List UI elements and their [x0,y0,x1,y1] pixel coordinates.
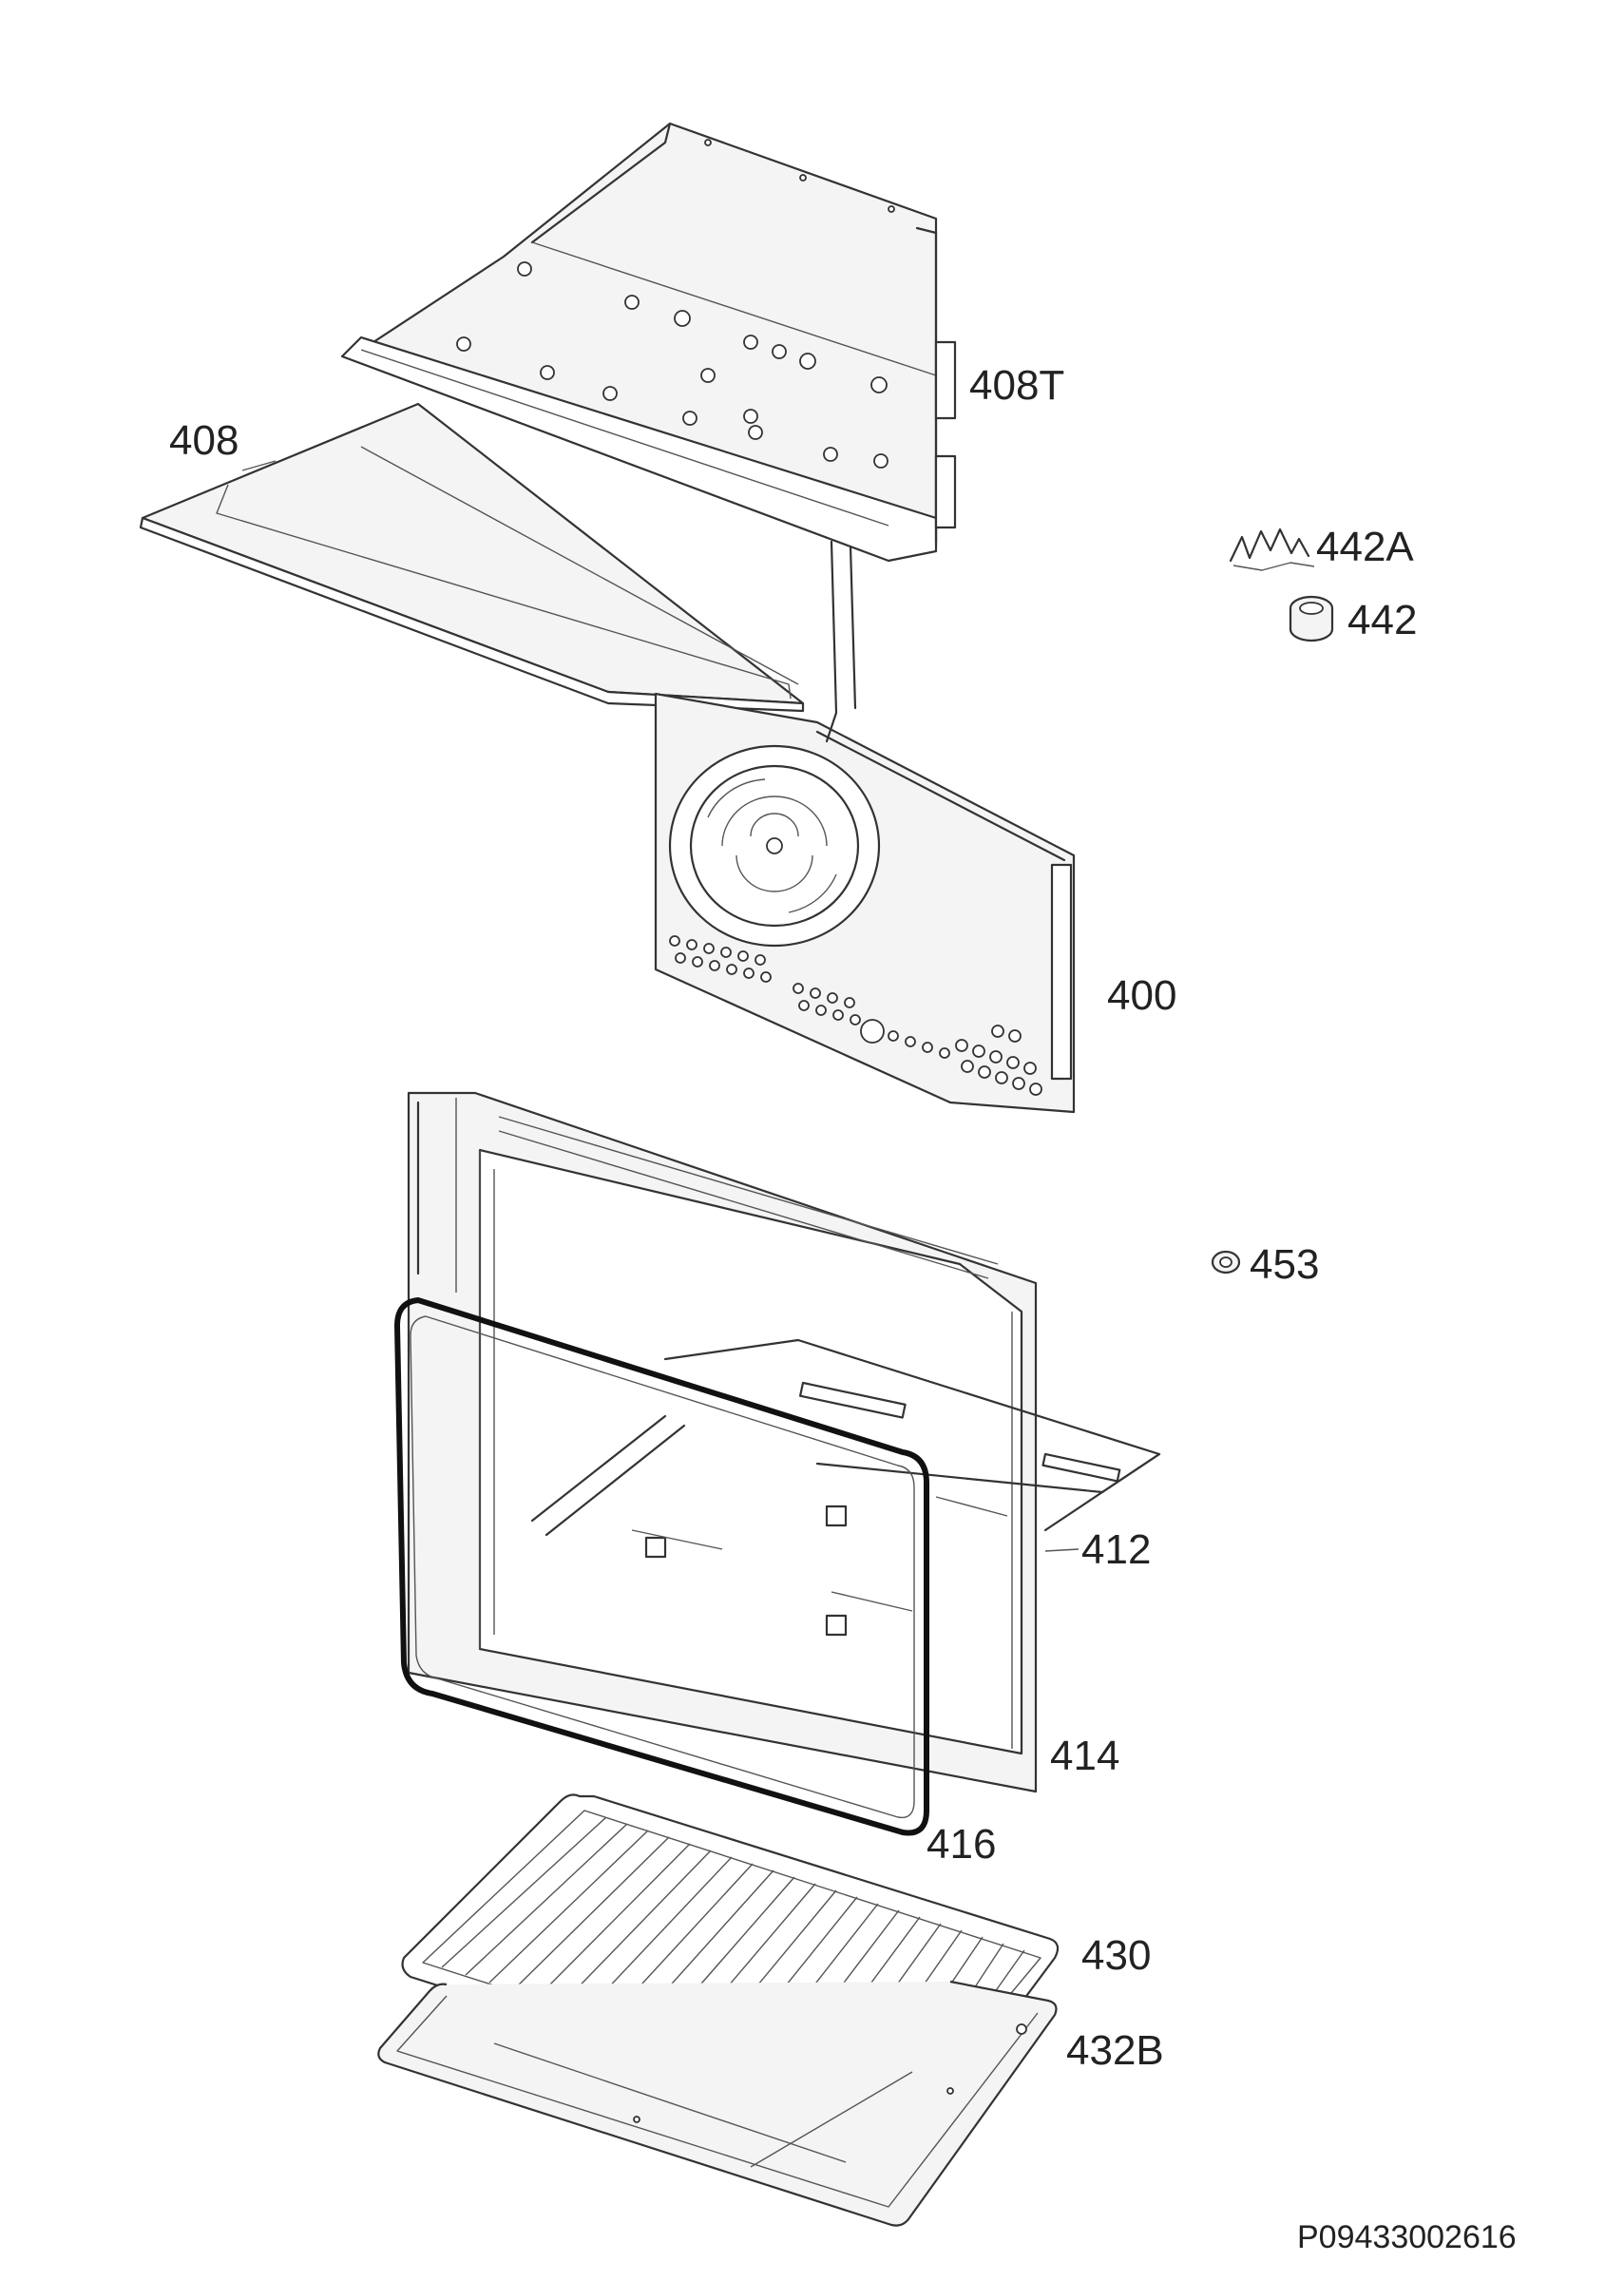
part-442A-clip[interactable] [1229,527,1315,571]
label-408T: 408T [969,362,1064,409]
label-414: 414 [1050,1733,1119,1779]
part-400-back-panel[interactable] [654,540,1076,1114]
label-453: 453 [1250,1241,1319,1288]
part-453-grommet[interactable] [1211,1250,1241,1275]
part-412-shelf-guides[interactable] [530,1338,1161,1637]
part-432B-baking-tray[interactable] [377,1980,1058,2227]
part-408-insulation[interactable] [139,402,805,713]
vent-holes-right [888,1025,1042,1096]
label-430: 430 [1081,1932,1151,1979]
part-408T-top-cover[interactable] [340,122,957,563]
label-432B: 432B [1066,2027,1164,2074]
document-code: P09433002616 [1297,2219,1517,2255]
label-442A: 442A [1316,524,1414,570]
vent-holes-center [793,983,885,1044]
vent-holes-left [669,935,772,983]
part-442-nut[interactable] [1289,595,1334,642]
part-414-cavity-frame[interactable] [407,1091,1038,1793]
leader-412 [1044,1548,1079,1552]
label-408: 408 [169,417,239,464]
label-412: 412 [1081,1526,1151,1573]
part-416-door-gasket[interactable] [394,1297,929,1836]
leader-408 [241,460,277,471]
label-416: 416 [927,1821,996,1868]
label-442: 442 [1347,597,1417,643]
label-400: 400 [1107,972,1176,1019]
